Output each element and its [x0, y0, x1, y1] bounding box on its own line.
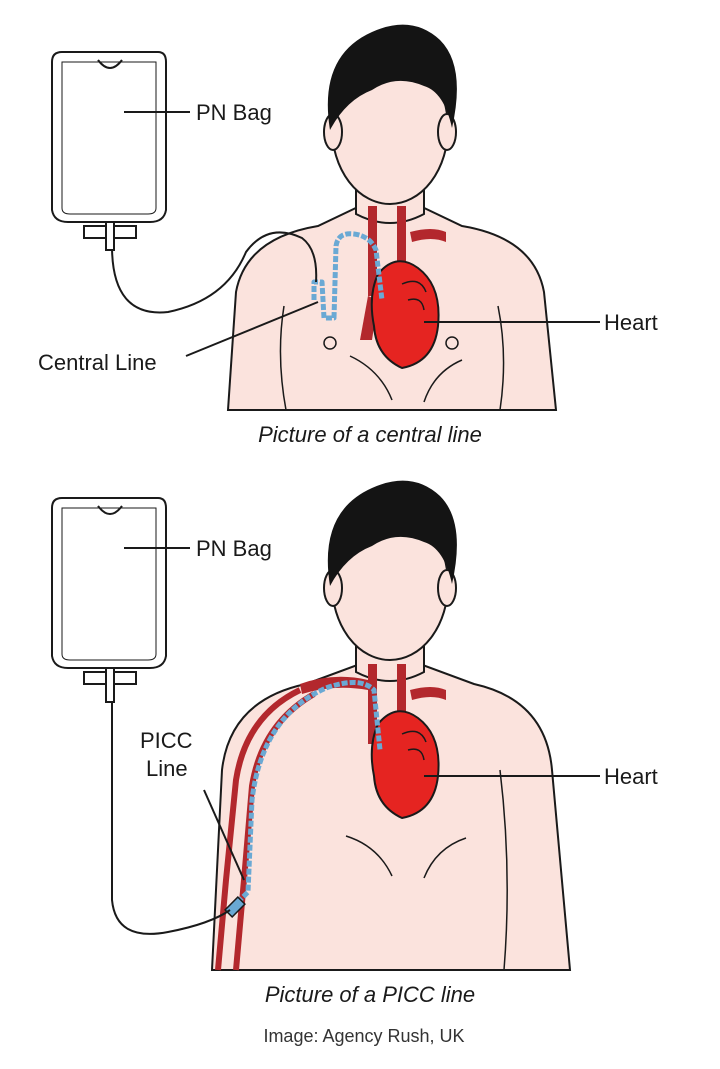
torso: [210, 663, 572, 971]
heart-detail: [401, 280, 427, 311]
hair: [327, 24, 457, 130]
pn-bag: [51, 497, 167, 703]
nipple: [445, 336, 459, 350]
heart-label: Heart: [604, 310, 658, 335]
image-credit: Image: Agency Rush, UK: [263, 1026, 464, 1046]
caption-central-line: Picture of a central line: [258, 422, 482, 447]
caption-picc-line: Picture of a PICC line: [265, 982, 475, 1007]
iv-tubing: [111, 231, 318, 314]
picc-hub: [224, 896, 246, 918]
heart-label: Heart: [604, 764, 658, 789]
leader-line: [203, 789, 245, 881]
chest-line: [423, 837, 467, 879]
picc-catheter: [230, 680, 383, 910]
central-catheter: [311, 231, 385, 321]
panel-picc-line: PN Bag Heart PICC Line Picture of a PICC…: [51, 480, 658, 1007]
pn-bag-label: PN Bag: [196, 100, 272, 125]
panel-central-line: PN Bag Heart Central Line Picture of a c…: [38, 24, 658, 447]
chest-line: [345, 835, 393, 877]
heart: [370, 260, 440, 370]
heart: [370, 710, 440, 820]
picc-label-line2: Line: [146, 756, 188, 781]
iv-tubing: [111, 702, 231, 935]
heart-detail: [401, 730, 427, 761]
hair: [327, 480, 457, 586]
picc-label-line1: PICC: [140, 728, 193, 753]
leader-line: [185, 301, 319, 357]
nipple: [323, 336, 337, 350]
pn-bag-label: PN Bag: [196, 536, 272, 561]
chest-line: [423, 359, 463, 403]
arm-crease: [497, 305, 505, 411]
arm-crease: [499, 769, 508, 971]
chest-line: [349, 355, 393, 401]
central-line-label: Central Line: [38, 350, 157, 375]
pn-bag: [51, 51, 167, 251]
